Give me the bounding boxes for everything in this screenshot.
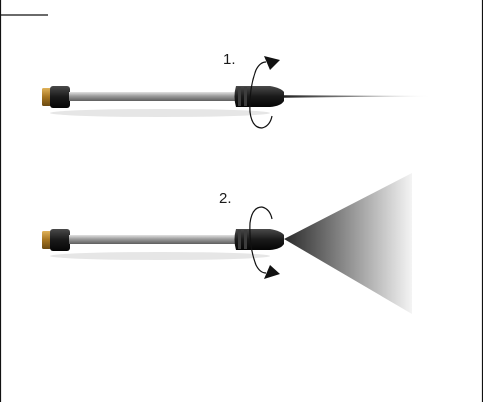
rotation-arrowhead-2	[264, 265, 280, 279]
step-2-label: 2.	[219, 190, 232, 207]
rotation-arrowhead	[264, 56, 280, 70]
fan-spray	[284, 173, 412, 314]
rotation-arrow-icon-2	[249, 206, 273, 274]
lance-step2	[42, 229, 284, 260]
jet-spray	[284, 95, 432, 98]
step-1-label: 1.	[223, 51, 236, 68]
lance-step1	[42, 86, 284, 117]
rotation-arrow-icon	[249, 61, 273, 129]
